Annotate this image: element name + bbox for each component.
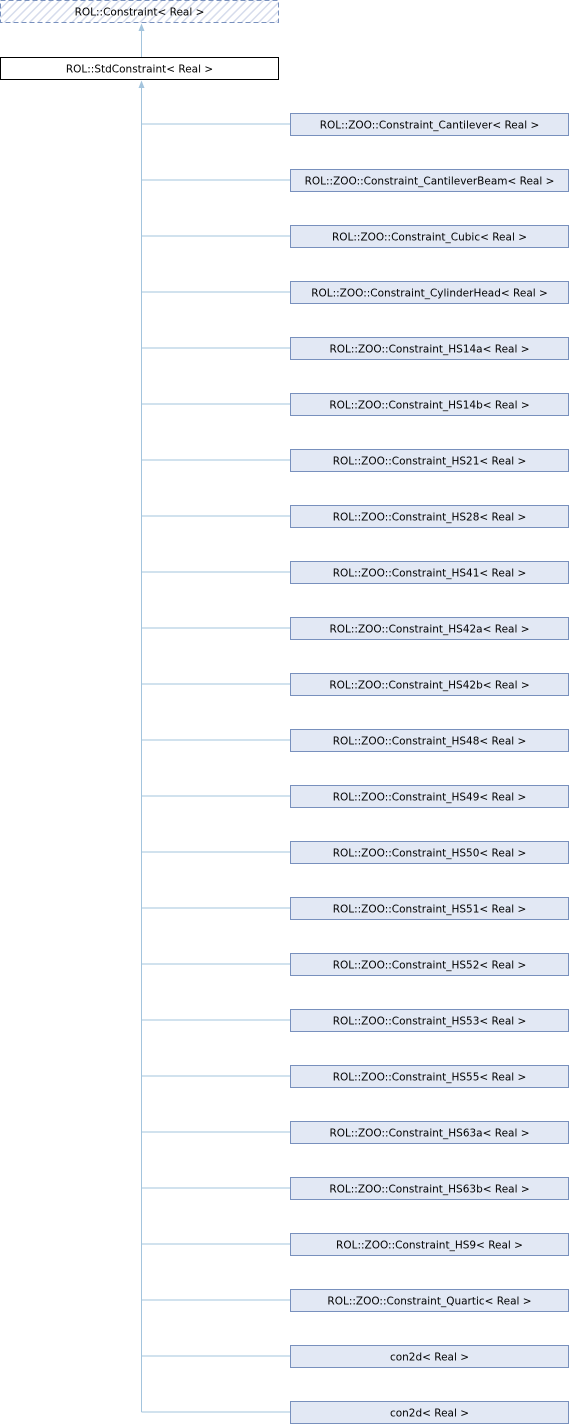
child-class-node[interactable]: ROL::ZOO::Constraint_HS52< Real >: [290, 953, 569, 976]
child-class-label: ROL::ZOO::Constraint_HS49< Real >: [333, 792, 527, 804]
child-class-box: [290, 393, 569, 416]
child-class-node[interactable]: ROL::ZOO::Constraint_HS53< Real >: [290, 1009, 569, 1032]
child-class-label: ROL::ZOO::Constraint_HS52< Real >: [333, 960, 527, 972]
child-class-box: [290, 785, 569, 808]
child-class-box: [290, 1177, 569, 1200]
parent-class-label: ROL::StdConstraint< Real >: [66, 64, 213, 76]
child-class-node[interactable]: ROL::ZOO::Constraint_HS41< Real >: [290, 561, 569, 584]
child-class-box: [290, 113, 569, 136]
child-class-node[interactable]: ROL::ZOO::Constraint_HS9< Real >: [290, 1233, 569, 1256]
child-class-node[interactable]: ROL::ZOO::Constraint_HS42b< Real >: [290, 673, 569, 696]
base-class-node[interactable]: ROL::Constraint< Real >: [0, 0, 279, 23]
child-class-label: ROL::ZOO::Constraint_HS63a< Real >: [329, 1128, 529, 1140]
child-class-node[interactable]: ROL::ZOO::Constraint_CylinderHead< Real …: [290, 281, 569, 304]
child-class-label: ROL::ZOO::Constraint_HS28< Real >: [333, 512, 527, 524]
child-class-node[interactable]: ROL::ZOO::Constraint_HS63b< Real >: [290, 1177, 569, 1200]
child-class-label: ROL::ZOO::Constraint_Cubic< Real >: [332, 232, 527, 244]
child-class-label: ROL::ZOO::Constraint_HS51< Real >: [333, 904, 527, 916]
child-class-node[interactable]: ROL::ZOO::Constraint_HS63a< Real >: [290, 1121, 569, 1144]
child-class-label: ROL::ZOO::Constraint_HS21< Real >: [333, 456, 527, 468]
child-class-node[interactable]: ROL::ZOO::Constraint_HS51< Real >: [290, 897, 569, 920]
base-class-box: [0, 0, 279, 23]
child-class-label: ROL::ZOO::Constraint_CylinderHead< Real …: [311, 288, 548, 300]
child-class-label: ROL::ZOO::Constraint_Quartic< Real >: [327, 1296, 531, 1308]
child-class-box: [290, 225, 569, 248]
child-class-label: ROL::ZOO::Constraint_HS55< Real >: [333, 1072, 527, 1084]
child-class-box: [290, 673, 569, 696]
child-class-node[interactable]: ROL::ZOO::Constraint_HS55< Real >: [290, 1065, 569, 1088]
child-class-box: [290, 1233, 569, 1256]
child-class-box: [290, 337, 569, 360]
child-class-node[interactable]: ROL::ZOO::Constraint_HS28< Real >: [290, 505, 569, 528]
child-class-box: [290, 505, 569, 528]
child-class-label: ROL::ZOO::Constraint_HS14a< Real >: [329, 344, 529, 356]
child-class-label: ROL::ZOO::Constraint_HS42a< Real >: [329, 624, 529, 636]
arrowhead-base: [138, 23, 145, 31]
child-class-label: ROL::ZOO::Constraint_HS50< Real >: [333, 848, 527, 860]
child-class-node[interactable]: ROL::ZOO::Constraint_HS48< Real >: [290, 729, 569, 752]
child-class-node[interactable]: ROL::ZOO::Constraint_Quartic< Real >: [290, 1289, 569, 1312]
child-class-box: [290, 1065, 569, 1088]
child-class-box: [290, 169, 569, 192]
child-class-box: [290, 617, 569, 640]
child-class-box: [290, 281, 569, 304]
child-class-box: [290, 729, 569, 752]
child-class-box: [290, 449, 569, 472]
child-class-label: ROL::ZOO::Constraint_CantileverBeam< Rea…: [305, 176, 555, 188]
child-class-label: con2d< Real >: [390, 1408, 469, 1420]
child-class-label: ROL::ZOO::Constraint_HS41< Real >: [333, 568, 527, 580]
child-class-label: con2d< Real >: [390, 1352, 469, 1364]
child-class-node[interactable]: ROL::ZOO::Constraint_HS50< Real >: [290, 841, 569, 864]
arrowhead-std: [138, 80, 145, 88]
child-class-label: ROL::ZOO::Constraint_HS48< Real >: [333, 736, 527, 748]
child-class-node[interactable]: ROL::ZOO::Constraint_Cantilever< Real >: [290, 113, 569, 136]
child-class-label: ROL::ZOO::Constraint_HS63b< Real >: [329, 1184, 529, 1196]
child-class-node[interactable]: ROL::ZOO::Constraint_HS49< Real >: [290, 785, 569, 808]
base-class-label: ROL::Constraint< Real >: [75, 7, 205, 19]
child-class-box: [290, 1345, 569, 1368]
child-class-node[interactable]: con2d< Real >: [290, 1345, 569, 1368]
child-class-box: [290, 561, 569, 584]
child-class-node[interactable]: ROL::ZOO::Constraint_Cubic< Real >: [290, 225, 569, 248]
child-class-box: [290, 1009, 569, 1032]
child-class-node[interactable]: ROL::ZOO::Constraint_CantileverBeam< Rea…: [290, 169, 569, 192]
child-class-node[interactable]: ROL::ZOO::Constraint_HS21< Real >: [290, 449, 569, 472]
child-class-node[interactable]: con2d< Real >: [290, 1401, 569, 1424]
child-class-node[interactable]: ROL::ZOO::Constraint_HS42a< Real >: [290, 617, 569, 640]
child-class-label: ROL::ZOO::Constraint_HS53< Real >: [333, 1016, 527, 1028]
child-class-box: [290, 841, 569, 864]
child-class-box: [290, 1121, 569, 1144]
parent-class-box: [0, 57, 279, 80]
parent-class-node[interactable]: ROL::StdConstraint< Real >: [0, 57, 279, 80]
child-class-box: [290, 1289, 569, 1312]
child-class-box: [290, 897, 569, 920]
child-class-label: ROL::ZOO::Constraint_HS14b< Real >: [329, 400, 529, 412]
child-class-label: ROL::ZOO::Constraint_HS9< Real >: [336, 1240, 523, 1252]
child-class-box: [290, 953, 569, 976]
child-class-node[interactable]: ROL::ZOO::Constraint_HS14a< Real >: [290, 337, 569, 360]
inheritance-edges: [138, 23, 291, 1413]
child-class-node[interactable]: ROL::ZOO::Constraint_HS14b< Real >: [290, 393, 569, 416]
child-class-label: ROL::ZOO::Constraint_HS42b< Real >: [329, 680, 529, 692]
child-class-label: ROL::ZOO::Constraint_Cantilever< Real >: [320, 120, 540, 132]
